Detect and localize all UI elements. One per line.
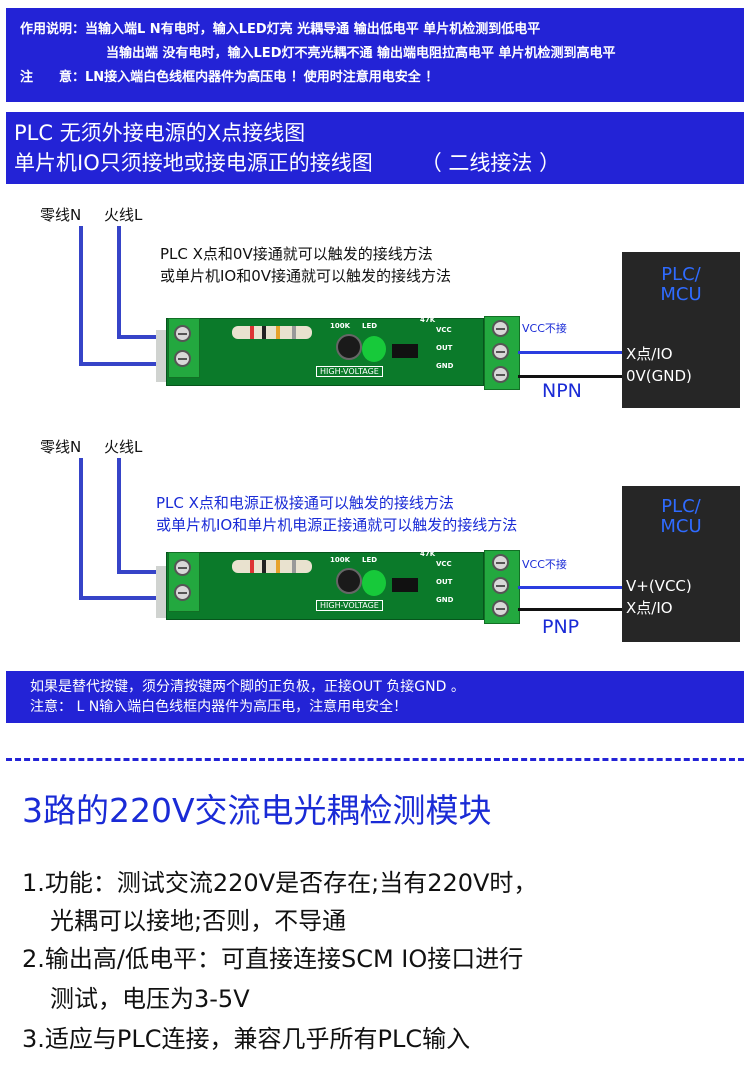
feature-line: 光耦可以接地;否则，不导通 bbox=[50, 907, 347, 935]
mcu-name-line-1: PLC/ bbox=[661, 264, 701, 285]
screw-icon bbox=[174, 584, 191, 601]
feature-line: 2.输出高/低电平：可直接连接SCM IO接口进行 bbox=[22, 945, 524, 973]
npn-vcc-note: VCC不接 bbox=[522, 322, 567, 335]
pnp-vcc-note: VCC不接 bbox=[522, 558, 567, 571]
npn-neutral-wire-h bbox=[79, 362, 189, 366]
mcu-pin-lower: X点/IO bbox=[626, 599, 673, 617]
high-voltage-label: HIGH-VOLTAGE bbox=[316, 600, 383, 611]
npn-desc-line-1: PLC X点和0V接通就可以触发的接线方法 bbox=[160, 245, 433, 263]
dashed-divider bbox=[6, 758, 744, 761]
explanation-line-3: 注 意：LN接入端白色线框内器件为高压电 ！使用时注意用电安全 ！ bbox=[20, 70, 439, 85]
pnp-neutral-label: 零线N bbox=[40, 438, 82, 456]
pnp-live-wire bbox=[117, 458, 121, 574]
notice-banner: 如果是替代按键，须分清按键两个脚的正负极，正接OUT 负接GND 。 注意： L… bbox=[6, 671, 744, 723]
pnp-live-label: 火线L bbox=[104, 438, 143, 456]
screw-icon bbox=[492, 577, 509, 594]
screw-icon bbox=[174, 350, 191, 367]
silk-res-a: 100K bbox=[330, 322, 351, 330]
pnp-mode-label: PNP bbox=[542, 616, 580, 638]
screw-icon bbox=[174, 559, 191, 576]
pnp-desc-line-2: 或单片机IO和单片机电源正接通就可以触发的接线方法 bbox=[156, 516, 518, 534]
mcu-name-line-2: MCU bbox=[660, 284, 702, 305]
screw-icon bbox=[492, 320, 509, 337]
silk-led: LED bbox=[362, 556, 378, 564]
silk-res-a: 100K bbox=[330, 556, 351, 564]
npn-io-wire bbox=[518, 351, 624, 354]
screw-icon bbox=[492, 554, 509, 571]
screw-icon bbox=[492, 600, 509, 617]
silk-gnd: GND bbox=[436, 362, 454, 370]
resistor-icon bbox=[232, 560, 312, 573]
notice-line-2: 注意： L N输入端白色线框内器件为高压电，注意用电安全！ bbox=[30, 699, 408, 715]
pnp-neutral-wire bbox=[79, 458, 83, 600]
screw-icon bbox=[174, 325, 191, 342]
wiring-title-line-2-right: （ 二线接法 ） bbox=[420, 151, 561, 175]
screw-icon bbox=[492, 343, 509, 360]
silk-vcc: VCC bbox=[436, 560, 452, 568]
pnp-live-wire-h bbox=[117, 570, 189, 574]
explanation-line-2: 当输出端 没有电时，输入LED灯不亮光耦不通 输出端电阻拉高电平 单片机检测到高… bbox=[106, 46, 616, 61]
silk-res-b: 47K bbox=[420, 550, 436, 558]
mcu-pin-upper: X点/IO bbox=[626, 345, 673, 363]
wiring-title-banner: PLC 无须外接电源的X点接线图 单片机IO只须接地或接电源正的接线图 （ 二线接… bbox=[6, 112, 744, 184]
silk-out: OUT bbox=[436, 344, 453, 352]
high-voltage-label: HIGH-VOLTAGE bbox=[316, 366, 383, 377]
pcb-board bbox=[166, 552, 484, 620]
mcu-name-line-2: MCU bbox=[660, 516, 702, 537]
silk-led: LED bbox=[362, 322, 378, 330]
resistor-icon bbox=[232, 326, 312, 339]
pnp-desc-line-1: PLC X点和电源正极接通可以触发的接线方法 bbox=[156, 494, 454, 512]
npn-plc-mcu-box: PLC/ MCU X点/IO 0V(GND) bbox=[622, 252, 740, 408]
pnp-vcc-wire bbox=[518, 586, 624, 589]
pnp-neutral-wire-h bbox=[79, 596, 189, 600]
silk-out: OUT bbox=[436, 578, 453, 586]
explanation-line-1: 作用说明：当输入端L N有电时，输入LED灯亮 光耦导通 输出低电平 单片机检测… bbox=[20, 22, 541, 37]
pcb-board bbox=[166, 318, 484, 386]
silk-vcc: VCC bbox=[436, 326, 452, 334]
led-icon bbox=[362, 336, 386, 362]
npn-neutral-label: 零线N bbox=[40, 206, 82, 224]
silk-gnd: GND bbox=[436, 596, 454, 604]
mcu-name-line-1: PLC/ bbox=[661, 496, 701, 517]
pnp-io-wire bbox=[518, 608, 624, 611]
feature-line: 1.功能：测试交流220V是否存在;当有220V时， bbox=[22, 869, 538, 897]
pnp-plc-mcu-box: PLC/ MCU V+(VCC) X点/IO bbox=[622, 486, 740, 642]
product-heading: 3路的220V交流电光耦检测模块 bbox=[22, 791, 492, 830]
silk-res-b: 47K bbox=[420, 316, 436, 324]
optocoupler-chip bbox=[392, 578, 418, 592]
npn-neutral-wire bbox=[79, 226, 83, 366]
npn-mode-label: NPN bbox=[542, 380, 582, 402]
npn-gnd-wire bbox=[518, 375, 624, 378]
npn-live-wire-h bbox=[117, 335, 189, 339]
feature-line: 测试，电压为3-5V bbox=[50, 985, 250, 1013]
wiring-title-line-2: 单片机IO只须接地或接电源正的接线图 （ 二线接法 ） bbox=[14, 148, 744, 178]
notice-line-1: 如果是替代按键，须分清按键两个脚的正负极，正接OUT 负接GND 。 bbox=[30, 679, 465, 695]
mcu-pin-upper: V+(VCC) bbox=[626, 577, 692, 595]
npn-live-wire bbox=[117, 226, 121, 339]
capacitor-icon bbox=[336, 568, 362, 594]
explanation-banner: 作用说明：当输入端L N有电时，输入LED灯亮 光耦导通 输出低电平 单片机检测… bbox=[6, 8, 744, 102]
optocoupler-chip bbox=[392, 344, 418, 358]
capacitor-icon bbox=[336, 334, 362, 360]
wiring-title-line-2-left: 单片机IO只须接地或接电源正的接线图 bbox=[14, 151, 373, 175]
npn-desc-line-2: 或单片机IO和0V接通就可以触发的接线方法 bbox=[160, 267, 452, 285]
feature-line: 3.适应与PLC连接，兼容几乎所有PLC输入 bbox=[22, 1025, 471, 1053]
screw-icon bbox=[492, 366, 509, 383]
led-icon bbox=[362, 570, 386, 596]
mcu-pin-lower: 0V(GND) bbox=[626, 367, 692, 385]
wiring-title-line-1: PLC 无须外接电源的X点接线图 bbox=[14, 121, 306, 145]
npn-live-label: 火线L bbox=[104, 206, 143, 224]
